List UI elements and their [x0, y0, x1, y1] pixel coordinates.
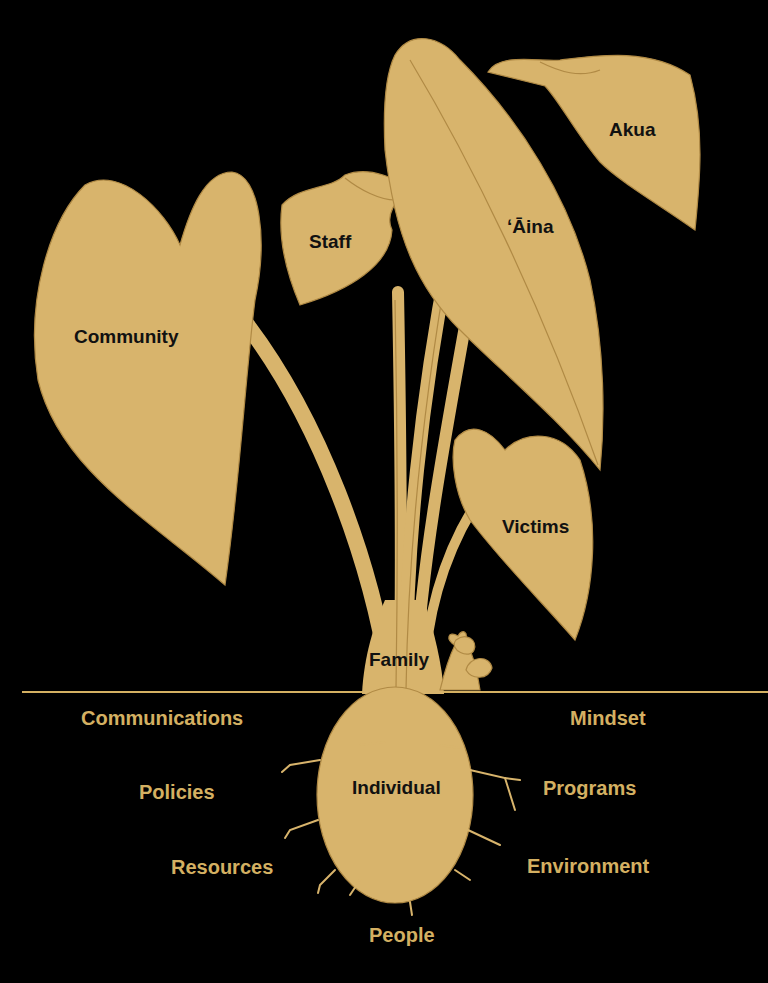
stalk-line — [395, 300, 397, 690]
leaf-stalk — [245, 322, 388, 672]
part-label: Community — [74, 326, 179, 348]
stalk-line — [406, 250, 450, 690]
plant-part: Family — [365, 647, 433, 673]
root-label: Communications — [81, 707, 243, 730]
leaf — [453, 429, 593, 640]
corm — [317, 687, 473, 903]
plant-part: Community — [70, 324, 183, 350]
root-label: People — [369, 924, 435, 947]
plant-part: Individual — [348, 775, 445, 801]
leaf — [35, 172, 262, 585]
part-label: Victims — [502, 516, 569, 538]
root-label: Environment — [527, 855, 649, 878]
plant-part: Staff — [305, 229, 355, 255]
leaf — [281, 172, 410, 305]
root-label: Programs — [543, 777, 636, 800]
part-label: Family — [369, 649, 429, 671]
keiki-leaf — [466, 658, 492, 677]
leaf-vein — [345, 178, 395, 200]
roots — [282, 742, 520, 915]
leaf — [488, 55, 700, 230]
plant-part: Akua — [605, 117, 659, 143]
plant-part: Victims — [498, 514, 573, 540]
stalk-base — [362, 600, 444, 694]
leaf-vein — [540, 62, 600, 74]
root-label: Mindset — [570, 707, 646, 730]
part-label: ʻĀina — [507, 216, 553, 238]
part-label: Individual — [352, 777, 441, 799]
keiki-leaf — [454, 637, 475, 654]
plant-part: ʻĀina — [503, 214, 557, 240]
part-label: Staff — [309, 231, 351, 253]
root-label: Policies — [139, 781, 215, 804]
part-label: Akua — [609, 119, 655, 141]
root-label: Resources — [171, 856, 273, 879]
